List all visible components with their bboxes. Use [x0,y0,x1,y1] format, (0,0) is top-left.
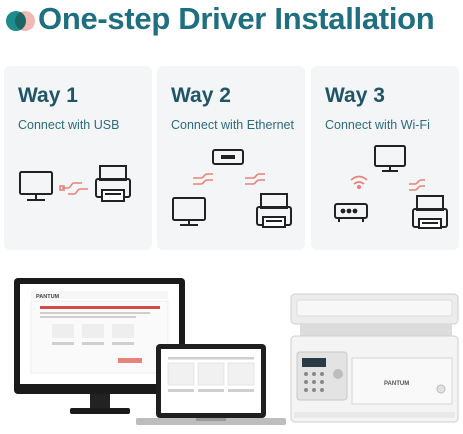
way-2-title: Way 2 [171,84,231,107]
desktop-monitor: PANTUM [14,278,185,414]
cable-icon [409,179,425,191]
monitor-screen-brand: PANTUM [36,294,60,300]
ethernet-switch-icon [212,149,244,165]
wireless-router-icon [334,203,368,222]
connection-options: Way 1 Connect with USB [0,66,463,250]
brand-logo-icon [6,10,35,32]
way-3-card: Way 3 Connect with Wi-Fi [311,66,459,250]
page-title: One-step Driver Installation [38,1,435,36]
usb-cable-icon [59,182,88,195]
printer-brand: PANTUM [384,381,409,387]
way-1-title: Way 1 [18,84,78,107]
printer-icon [256,193,292,228]
printer-icon [95,165,131,202]
way-2-card: Way 2 Connect with Ethernet [157,66,305,250]
laptop [136,344,286,425]
computer-monitor-icon [19,171,53,201]
way-2-subtitle: Connect with Ethernet [171,118,294,132]
computer-monitor-icon [374,145,406,172]
product-illustration: PANTUM [0,262,463,434]
laser-printer: PANTUM [290,293,459,423]
ethernet-cable-left-icon [193,173,213,185]
way-1-card: Way 1 Connect with USB [4,66,152,250]
way-3-subtitle: Connect with Wi-Fi [325,118,430,132]
printer-icon [412,195,448,229]
ethernet-cable-right-icon [245,173,265,185]
header: One-step Driver Installation [0,0,463,40]
way-3-title: Way 3 [325,84,385,107]
way-1-subtitle: Connect with USB [18,118,120,132]
computer-monitor-icon [172,197,206,226]
wifi-icon [350,175,368,190]
